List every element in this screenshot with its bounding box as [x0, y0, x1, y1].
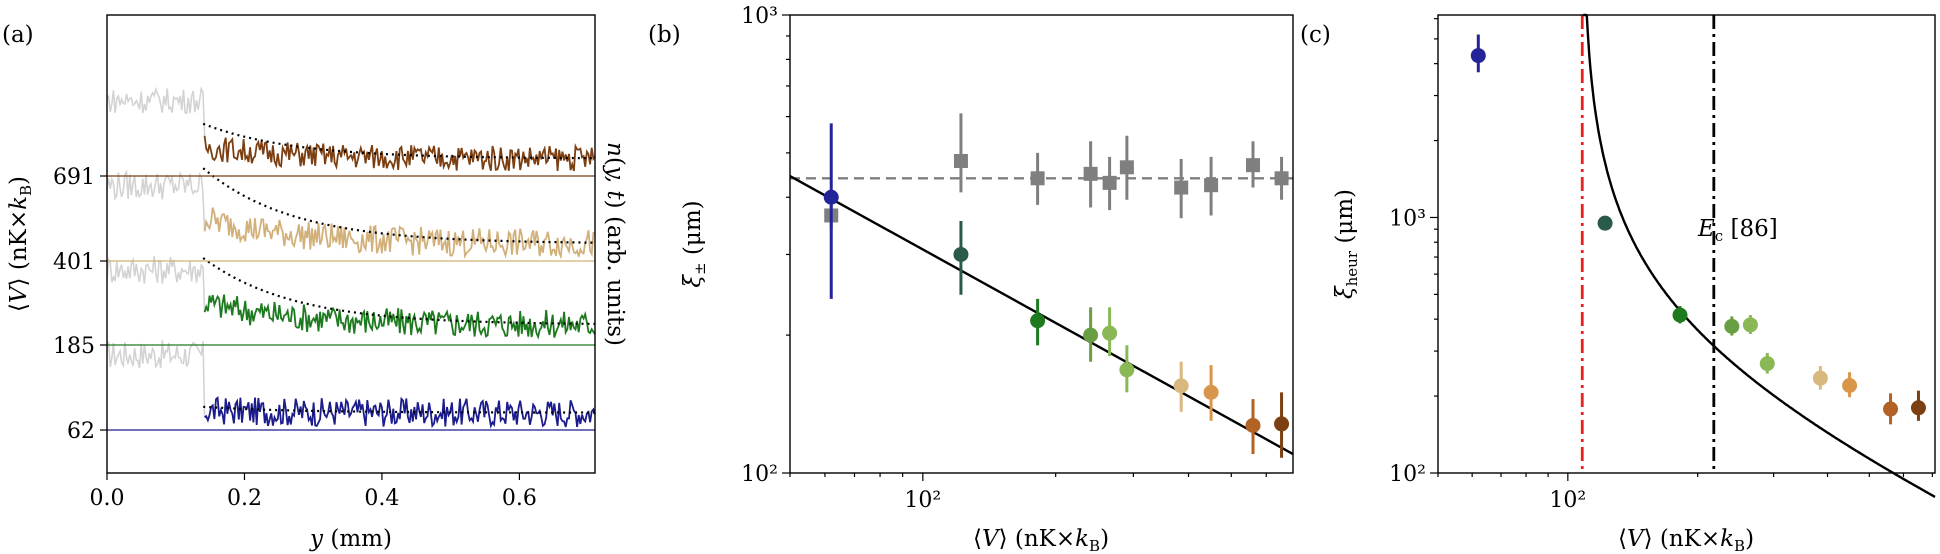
panel-a-ticks: 62 185 401 691 0.0 0.2 0.4 0.6: [53, 165, 537, 511]
data-point: [1470, 48, 1486, 64]
panel-b: (b) 10² 10² 10³ ⟨V⟩ (nK×kB) ξ± (μm): [648, 4, 1294, 554]
y-tick-label: 185: [53, 334, 95, 359]
panel-b-ticks: 10² 10² 10³: [741, 4, 1267, 513]
data-point-circle: [1119, 362, 1135, 378]
fit-curve-dotted: [202, 122, 596, 160]
panel-a-left-y-axis-label: ⟨V⟩ (nK×kB): [6, 176, 35, 312]
x-tick-label: 0.6: [502, 486, 537, 511]
panel-c-label: (c): [1300, 22, 1331, 48]
y-tick-label: 10³: [1389, 206, 1426, 231]
data-point-circle: [1083, 327, 1099, 343]
panel-a-x-axis-label: y (mm): [309, 526, 392, 552]
panel-a-axes-frame: [106, 14, 596, 474]
x-tick-label: 10²: [1549, 488, 1586, 513]
data-trace: [203, 135, 596, 172]
panel-c: (c) 10² 10² 10³ Ec [86] ⟨V⟩ (nK×kB) ξheur …: [1300, 13, 1936, 554]
data-point: [1910, 400, 1926, 416]
y-tick-label: 10²: [741, 462, 778, 487]
x-tick-label: 0.4: [364, 486, 399, 511]
data-point-circle: [1102, 325, 1118, 341]
data-point-square: [1102, 175, 1117, 190]
x-tick-label: 0.0: [90, 486, 125, 511]
y-tick-label: 401: [53, 250, 95, 275]
data-point-circle: [1274, 416, 1290, 432]
data-point-circle: [1203, 384, 1219, 400]
panel-c-annotation-ec: Ec [86]: [1697, 216, 1778, 245]
raw-trace-grey: [106, 256, 206, 313]
y-tick-label: 691: [53, 165, 95, 190]
raw-trace-grey: [106, 86, 206, 136]
y-tick-label: 10²: [1389, 462, 1426, 487]
panel-c-y-axis-label: ξheur (μm): [1332, 189, 1361, 299]
panel-a-label: (a): [2, 22, 34, 48]
data-trace: [204, 395, 596, 429]
panel-b-label: (b): [648, 22, 681, 48]
data-point-square: [953, 153, 968, 168]
panel-a: (a) 62 185 401 691 0.0 0.2 0.4 0.6 y (mm) ⟨V⟩ (…: [2, 14, 628, 552]
raw-trace-grey: [106, 340, 206, 418]
data-point: [1759, 356, 1775, 372]
panel-b-axes-frame: [789, 14, 1294, 474]
fit-curve: [1583, 13, 1936, 498]
data-point-square: [1083, 166, 1098, 181]
panel-c-x-axis-label: ⟨V⟩ (nK×kB): [1618, 526, 1754, 554]
panel-c-plot-area: [1470, 13, 1936, 498]
panel-a-right-y-axis-label: n(y, t) (arb. units): [602, 142, 628, 346]
x-tick-label: 0.2: [227, 486, 262, 511]
data-point-circle: [1173, 378, 1189, 394]
data-point-square: [1174, 180, 1189, 195]
data-point: [1883, 401, 1899, 417]
data-point: [1842, 378, 1858, 394]
panel-b-plot-area: [789, 113, 1294, 458]
panel-a-plot-area: [106, 86, 596, 431]
data-point: [1672, 307, 1688, 323]
data-point: [1597, 215, 1613, 231]
y-tick-label: 62: [67, 419, 95, 444]
data-point: [1812, 370, 1828, 386]
data-point-circle: [823, 189, 839, 205]
raw-trace-grey: [106, 169, 206, 232]
x-tick-label: 10²: [904, 488, 941, 513]
data-point: [1724, 318, 1740, 334]
y-tick-label: 10³: [741, 4, 778, 29]
data-point: [1742, 317, 1758, 333]
data-point-circle: [1245, 417, 1261, 433]
fit-curve-dotted: [202, 167, 596, 244]
data-point-square: [1204, 178, 1219, 193]
panel-b-y-axis-label: ξ± (μm): [680, 200, 709, 287]
data-point-square: [1119, 160, 1134, 175]
panel-c-axes-frame: [1437, 14, 1936, 474]
data-point-square: [1245, 158, 1260, 173]
data-point-circle: [1030, 313, 1046, 329]
data-trace: [203, 294, 596, 340]
data-point-circle: [953, 246, 969, 262]
data-trace: [203, 207, 596, 260]
panel-b-x-axis-label: ⟨V⟩ (nK×kB): [973, 526, 1109, 554]
panel-c-ticks: 10² 10² 10³: [1389, 18, 1933, 513]
data-point-square: [1274, 171, 1289, 186]
data-point-square: [1030, 171, 1045, 186]
